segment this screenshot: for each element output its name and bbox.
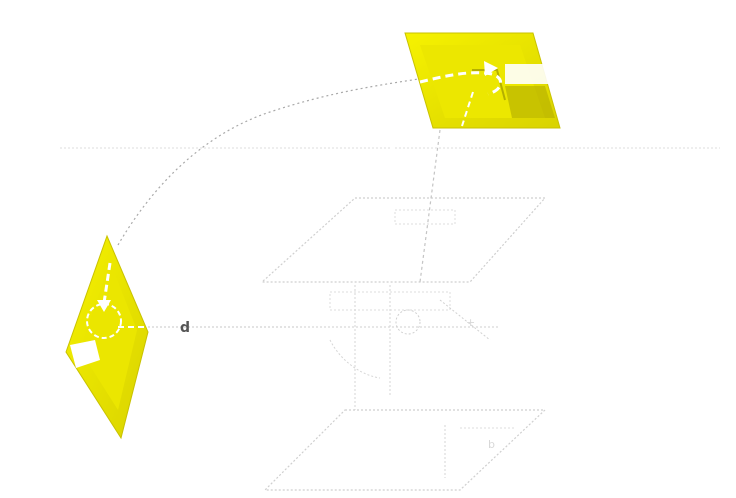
curved-dotted-path <box>117 77 426 246</box>
mid-marker-label: + <box>466 316 475 329</box>
right-marker-label: b <box>488 438 495 451</box>
upper-plane <box>260 129 547 283</box>
top-right-yellow-panel <box>404 32 575 129</box>
left-yellow-panel <box>65 234 149 440</box>
left-marker-label: d <box>180 320 190 336</box>
lower-plane: b <box>263 409 547 491</box>
rotation-arrow <box>419 71 502 96</box>
central-mechanism: + <box>300 285 500 410</box>
